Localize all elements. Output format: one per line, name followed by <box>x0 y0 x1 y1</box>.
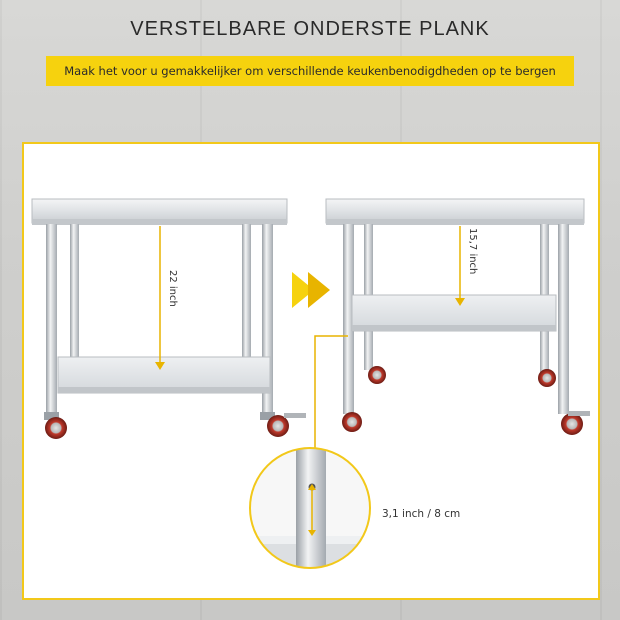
caster-wheel-icon <box>267 415 289 437</box>
transition-arrow-icon <box>292 272 330 308</box>
caster-wheel-icon <box>342 412 362 432</box>
caster-wheel-icon <box>538 369 556 387</box>
left-height-label: 22 inch <box>167 270 178 307</box>
leg-detail-zoom <box>249 447 371 569</box>
banner-text: Maak het voor u gemakkelijker om verschi… <box>64 64 556 78</box>
caster-wheel-icon <box>45 417 67 439</box>
callout-line <box>314 335 348 448</box>
page-title: VERSTELBARE ONDERSTE PLANK <box>130 18 490 40</box>
caster-wheel-icon <box>561 413 583 435</box>
right-height-label: 15,7 inch <box>467 228 478 274</box>
right-table: 15,7 inch <box>325 198 590 435</box>
hole-spacing-label: 3,1 inch / 8 cm <box>382 508 460 520</box>
left-table: 22 inch <box>31 198 306 439</box>
info-banner: Maak het voor u gemakkelijker om verschi… <box>46 56 574 86</box>
caster-wheel-icon <box>368 366 386 384</box>
